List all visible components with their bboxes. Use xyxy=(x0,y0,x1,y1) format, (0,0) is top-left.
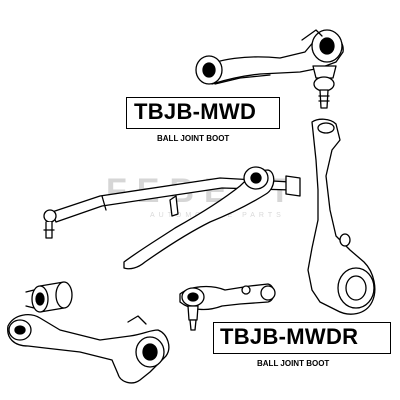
upper-control-arm-icon xyxy=(195,29,344,85)
ball-joint-icon xyxy=(312,65,337,109)
steering-knuckle-icon xyxy=(307,118,376,315)
lower-control-arm-icon xyxy=(123,166,275,270)
part-code-upper: TBJB-MWD xyxy=(134,99,257,124)
stabilizer-link-icon xyxy=(179,283,276,331)
lower-control-arm-icon xyxy=(7,314,170,384)
label-box-lower xyxy=(213,322,391,354)
part-description-lower: BALL JOINT BOOT xyxy=(257,359,330,368)
part-description-upper: BALL JOINT BOOT xyxy=(157,134,230,143)
label-box-upper xyxy=(126,97,280,129)
part-code-lower: TBJB-MWDR xyxy=(220,324,359,349)
bushing-icon xyxy=(25,281,73,313)
